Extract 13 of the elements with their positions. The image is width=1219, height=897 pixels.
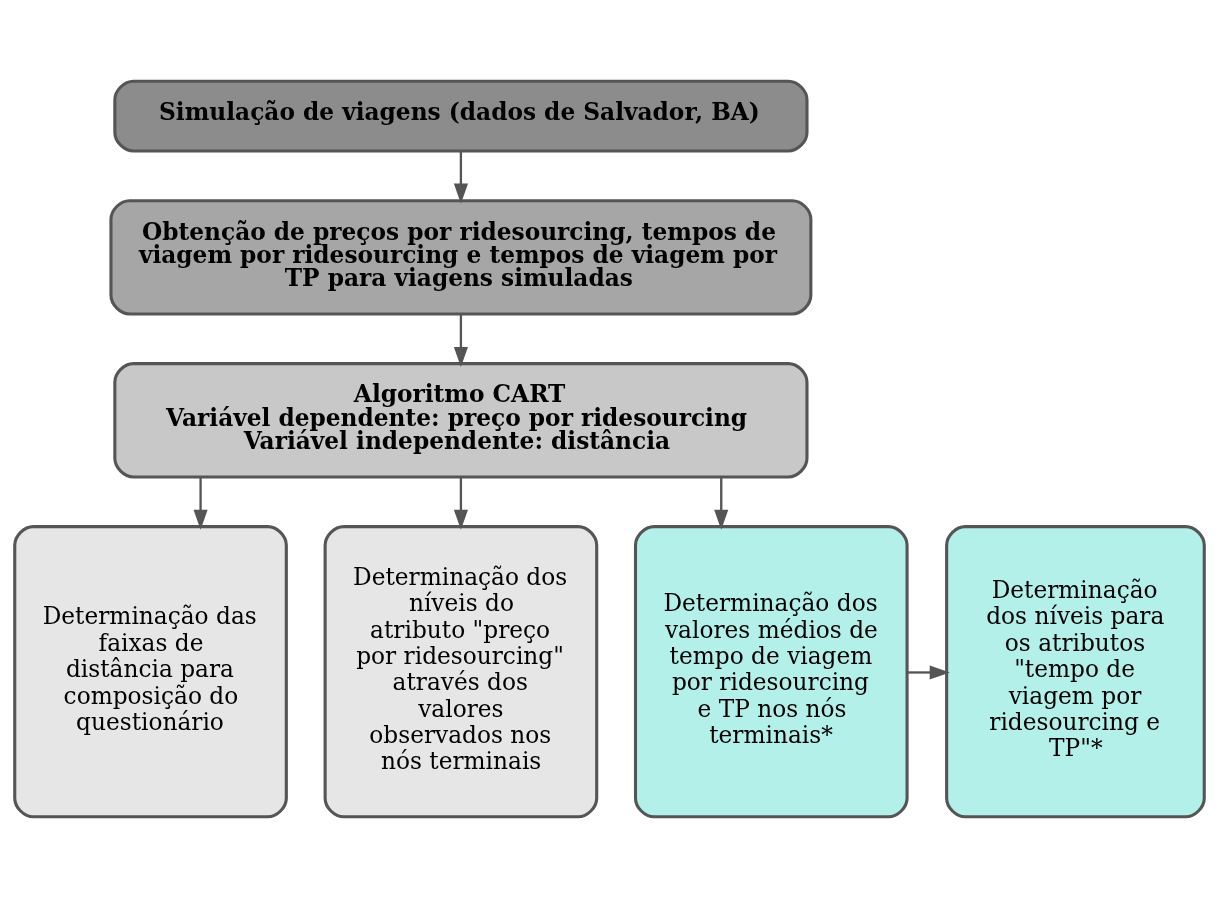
arrow bbox=[453, 151, 468, 204]
arrow bbox=[453, 313, 468, 367]
arrow bbox=[193, 476, 208, 530]
arrow bbox=[453, 476, 468, 530]
node-box: Determinação das faixas de distância para composição do questionário bbox=[13, 524, 288, 818]
node-box: Determinação dos níveis para os atributos "tempo de viagem por ridesourcing e TP"* bbox=[945, 524, 1206, 818]
node-box: Algoritmo CART Variável dependente: preço por ridesourcing Variável independente: distância bbox=[113, 361, 809, 478]
arrow bbox=[907, 664, 950, 680]
node-box: Determinação dos níveis do atributo "preço por ridesourcing" através dos valores observados nos nós terminais bbox=[323, 524, 599, 818]
arrow bbox=[714, 476, 729, 530]
node-box: Simulação de viagens (dados de Salvador, BA) bbox=[113, 79, 809, 153]
node-box: Determinação dos valores médios de tempo de viagem por ridesourcing e TP nos nós terminais* bbox=[633, 524, 909, 818]
node-box: Obtenção de preços por ridesourcing, tempos de viagem por ridesourcing e tempos de viagem por TP para viagens simuladas bbox=[109, 198, 813, 316]
